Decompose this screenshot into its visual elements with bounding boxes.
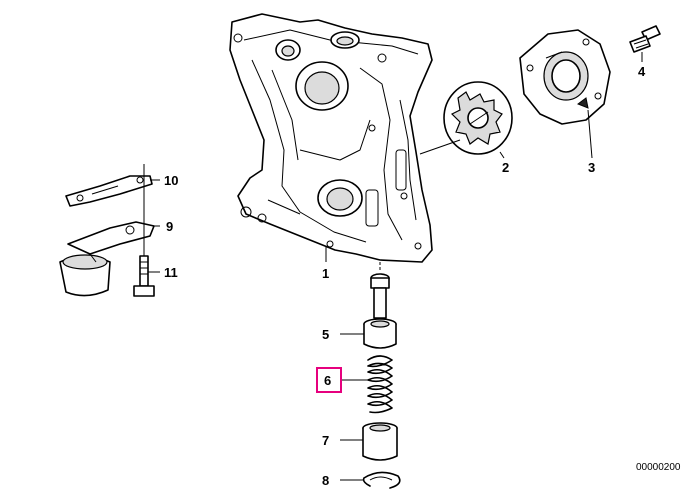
callout-label-1: 1 bbox=[322, 266, 329, 281]
callout-label-6: 6 bbox=[324, 373, 331, 388]
pump-cover-plate-part bbox=[519, 29, 611, 125]
callout-label-7: 7 bbox=[322, 433, 329, 448]
leader-lines bbox=[143, 52, 643, 481]
callout-label-5: 5 bbox=[322, 327, 329, 342]
callout-label-10: 10 bbox=[164, 173, 178, 188]
callout-label-4: 4 bbox=[638, 64, 646, 79]
spring-sleeve-part bbox=[362, 422, 398, 461]
callout-label-11: 11 bbox=[164, 265, 178, 280]
highlight-box bbox=[316, 367, 342, 393]
callout-label-2: 2 bbox=[502, 160, 509, 175]
cover-screw-part bbox=[629, 25, 661, 53]
oil-pickup-part bbox=[59, 221, 155, 297]
pump-rotor-gear-part bbox=[443, 81, 513, 155]
pump-housing-part bbox=[229, 13, 433, 263]
figure-code: 00000200 bbox=[636, 462, 681, 473]
callout-label-9: 9 bbox=[166, 219, 173, 234]
relief-piston-part bbox=[363, 273, 397, 349]
callouts: 1 2 3 4 5 6 7 8 9 10 11 bbox=[164, 64, 646, 488]
pickup-bolt-part bbox=[133, 255, 155, 297]
circlip-part bbox=[362, 471, 401, 489]
gasket-part bbox=[65, 175, 153, 207]
relief-spring-part bbox=[367, 355, 393, 414]
callout-label-8: 8 bbox=[322, 473, 329, 488]
callout-label-3: 3 bbox=[588, 160, 595, 175]
